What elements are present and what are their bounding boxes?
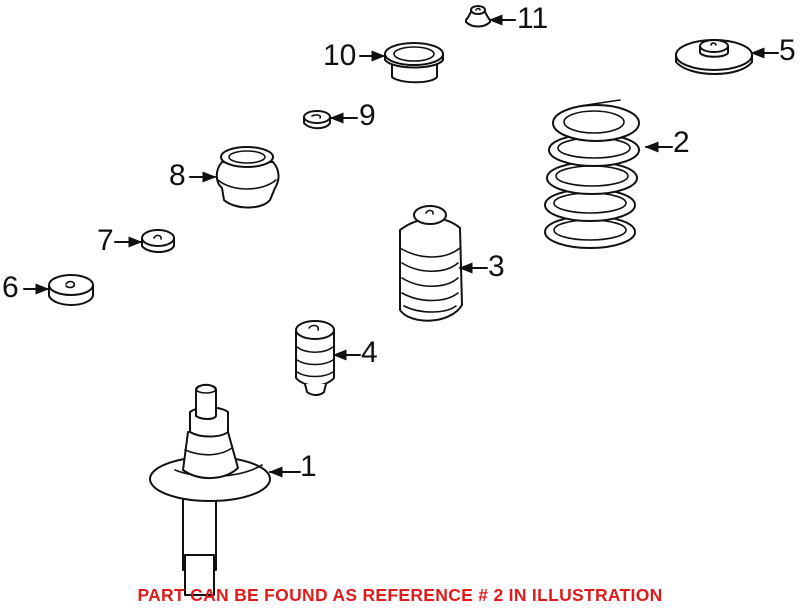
callout-7: 7 — [97, 224, 114, 257]
upper-spring-seat-part — [675, 39, 753, 75]
lower-insulator-part — [48, 274, 94, 306]
coil-spring-part — [544, 99, 640, 249]
bushing-part — [384, 42, 444, 84]
dust-boot-part — [399, 205, 463, 322]
spacer-part — [141, 229, 175, 253]
upper-mount-part — [215, 146, 280, 209]
callout-6: 6 — [2, 271, 19, 304]
callout-1: 1 — [300, 450, 317, 483]
callout-2: 2 — [673, 126, 690, 159]
callout-9: 9 — [359, 99, 376, 132]
washer-part — [303, 110, 331, 130]
callout-8: 8 — [169, 159, 186, 192]
bump-stop-part — [295, 320, 335, 396]
callout-4: 4 — [361, 336, 378, 369]
callout-11: 11 — [517, 2, 549, 35]
strut-assembly-part — [149, 383, 271, 596]
reference-note: PART CAN BE FOUND AS REFERENCE # 2 IN IL… — [137, 585, 663, 605]
callout-5: 5 — [779, 34, 796, 67]
callout-10: 10 — [323, 39, 357, 72]
nut-cap-part — [465, 5, 491, 28]
callout-3: 3 — [488, 250, 505, 283]
